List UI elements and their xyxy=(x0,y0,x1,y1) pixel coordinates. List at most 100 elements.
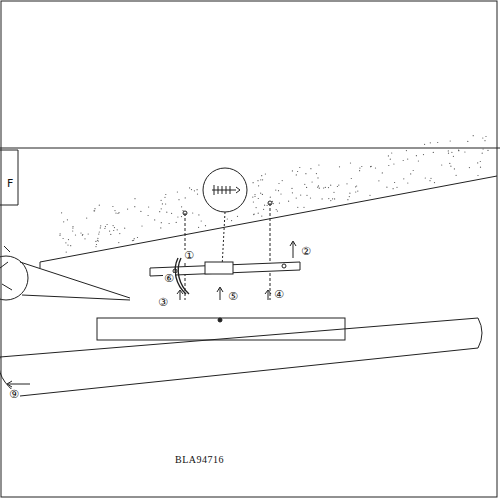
drill-hole xyxy=(183,211,187,215)
center-screw xyxy=(218,318,222,322)
speckle-dot xyxy=(253,201,254,202)
ceiling-texture xyxy=(59,135,488,253)
speckle-dot xyxy=(160,227,161,228)
callout-number: ④ xyxy=(273,289,285,300)
speckle-dot xyxy=(119,233,120,234)
speckle-dot xyxy=(456,175,457,176)
speckle-dot xyxy=(265,173,266,174)
ceiling-edge xyxy=(40,176,497,262)
drawing-code: BLA94716 xyxy=(174,455,225,465)
speckle-dot xyxy=(291,188,292,189)
side-panel xyxy=(0,150,18,205)
speckle-dot xyxy=(82,234,83,235)
speckle-dot xyxy=(482,137,483,138)
speckle-dot xyxy=(299,167,300,168)
speckle-dot xyxy=(253,214,254,215)
speckle-dot xyxy=(375,167,376,168)
speckle-dot xyxy=(112,206,113,207)
wall-anchor xyxy=(212,185,240,195)
speckle-dot xyxy=(72,226,73,227)
ceiling-top-edge xyxy=(0,148,500,149)
speckle-dot xyxy=(458,150,459,151)
speckle-dot xyxy=(371,166,372,167)
speckle-dot xyxy=(296,198,297,199)
speckle-dot xyxy=(484,140,485,141)
speckle-dot xyxy=(68,239,69,240)
speckle-dot xyxy=(260,179,261,180)
speckle-dot xyxy=(273,203,274,204)
speckle-dot xyxy=(118,242,119,243)
speckle-dot xyxy=(406,150,407,151)
speckle-dot xyxy=(403,160,404,161)
speckle-dot xyxy=(63,238,64,239)
speckle-dot xyxy=(260,193,261,194)
speckle-dot xyxy=(178,199,179,200)
speckle-dot xyxy=(254,196,255,197)
speckle-dot xyxy=(258,213,259,214)
speckle-dot xyxy=(276,209,277,210)
speckle-dot xyxy=(369,195,370,196)
speckle-dot xyxy=(185,197,186,198)
speckle-dot xyxy=(117,213,118,214)
speckle-dot xyxy=(330,200,331,201)
speckle-dot xyxy=(254,214,255,215)
speckle-dot xyxy=(355,191,356,192)
speckle-dot xyxy=(464,151,465,152)
lift-arrow xyxy=(290,241,296,258)
speckle-dot xyxy=(133,240,134,241)
speckle-dot xyxy=(453,156,454,157)
speckle-dot xyxy=(292,192,293,193)
speckle-dot xyxy=(140,211,141,212)
speckle-dot xyxy=(67,245,68,246)
speckle-dot xyxy=(429,180,430,181)
speckle-dot xyxy=(317,187,318,188)
speckle-dot xyxy=(132,240,133,241)
speckle-dot xyxy=(487,150,488,151)
speckle-dot xyxy=(205,225,206,226)
speckle-dot xyxy=(347,199,348,200)
speckle-dot xyxy=(181,206,182,207)
speckle-dot xyxy=(391,152,392,153)
speckle-dot xyxy=(159,211,160,212)
speckle-dot xyxy=(482,153,483,154)
speckle-dot xyxy=(134,238,135,239)
speckle-dot xyxy=(280,193,281,194)
speckle-dot xyxy=(297,171,298,172)
speckle-dot xyxy=(469,167,470,168)
speckle-dot xyxy=(198,227,199,228)
speckle-dot xyxy=(262,194,263,195)
speckle-dot xyxy=(267,205,268,206)
speckle-dot xyxy=(171,213,172,214)
speckle-dot xyxy=(118,212,119,213)
speckle-dot xyxy=(349,193,350,194)
speckle-dot xyxy=(322,198,323,199)
speckle-dot xyxy=(396,187,397,188)
drill-hole xyxy=(268,201,272,205)
speckle-dot xyxy=(148,215,149,216)
speckle-dot xyxy=(191,189,192,190)
speckle-dot xyxy=(114,227,115,228)
speckle-dot xyxy=(258,198,259,199)
speckle-dot xyxy=(253,182,254,183)
speckle-dot xyxy=(334,198,335,199)
speckle-dot xyxy=(59,235,60,236)
speckle-dot xyxy=(104,228,105,229)
bracket-hole xyxy=(282,264,286,268)
speckle-dot xyxy=(433,152,434,153)
callout-number: ② xyxy=(300,246,312,257)
speckle-dot xyxy=(161,222,162,223)
speckle-dot xyxy=(141,225,142,226)
speckle-dot xyxy=(114,210,115,211)
speckle-dot xyxy=(134,206,135,207)
speckle-dot xyxy=(407,182,408,183)
speckle-dot xyxy=(197,194,198,195)
callout-number: ⑥ xyxy=(163,273,175,284)
speckle-dot xyxy=(197,189,198,190)
speckle-dot xyxy=(361,166,362,167)
speckle-dot xyxy=(198,214,199,215)
speckle-dot xyxy=(306,187,307,188)
speckle-dot xyxy=(275,190,276,191)
speckle-dot xyxy=(97,238,98,239)
speckle-dot xyxy=(346,183,347,184)
